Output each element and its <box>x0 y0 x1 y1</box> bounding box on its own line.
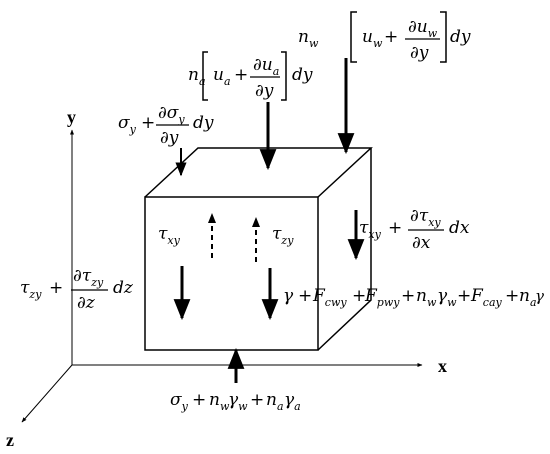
cube-right-face <box>317 148 372 351</box>
soil-element-cube <box>144 147 373 351</box>
x-axis-label: x <box>438 356 447 376</box>
air-load-brackets <box>202 51 287 101</box>
coordinate-axes: y x z <box>6 107 447 450</box>
top-normal-stress-group: σy+∂σy∂ydy <box>118 103 214 177</box>
body-force-expression: γ+Fcwy+Fpwy+nwγw+Fcay+naγ <box>283 286 544 309</box>
shear-tau-xy-label: τxy <box>158 224 181 247</box>
cube-front-face <box>144 196 319 351</box>
y-axis-label: y <box>67 107 76 127</box>
shear-right-face-expression: τxy+∂τxy∂xdx <box>359 206 470 253</box>
top-normal-stress-expression: σy+∂σy∂ydy <box>118 103 214 148</box>
bottom-normal-stress-expression: σy+nwγw+naγa <box>170 390 301 413</box>
z-axis <box>21 364 73 423</box>
bottom-normal-stress-group: σy+nwγw+naγa <box>170 347 301 413</box>
body-force-group: γ+Fcwy+Fpwy+nwγw+Fcay+naγ <box>283 286 544 309</box>
shear-stress-group: τxy τzy τxy+∂τxy∂xdx τzy+∂τzy∂zdz <box>20 206 470 321</box>
shear-left-face-expression: τzy+∂τzy∂zdz <box>20 266 134 313</box>
z-axis-label: z <box>6 430 14 450</box>
cube-top-face <box>144 147 373 198</box>
water-load-brackets <box>350 11 447 63</box>
shear-tau-zy-label: τzy <box>272 224 294 247</box>
